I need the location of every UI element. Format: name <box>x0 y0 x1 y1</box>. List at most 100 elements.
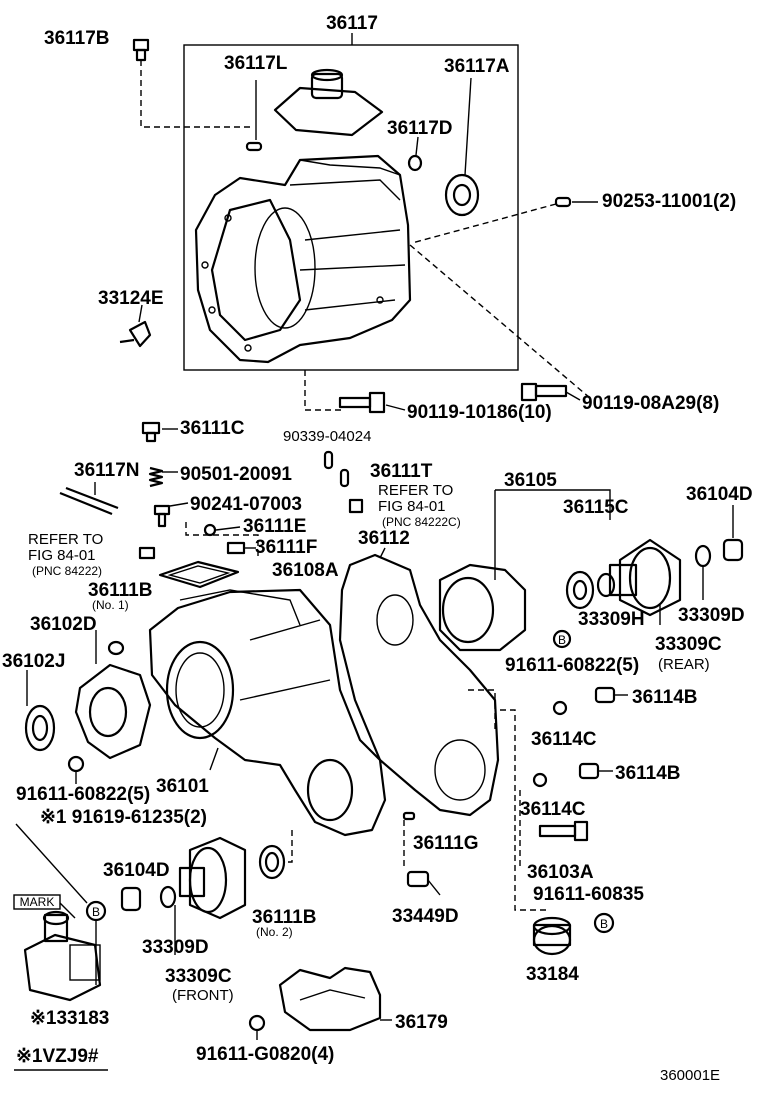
label-33309D-bottom: 33309D <box>142 937 209 958</box>
washer-36114C-1 <box>552 700 568 716</box>
label-36108A: 36108A <box>272 560 339 581</box>
label-36111G: 36111G <box>413 833 479 854</box>
cover-36105 <box>438 489 611 652</box>
seal-36102J <box>24 670 56 752</box>
label-91611-G0820: 91611-G0820(4) <box>196 1044 334 1065</box>
plug-36117D <box>407 154 423 172</box>
label-36117N: 36117N <box>74 460 140 481</box>
pin-36111B-no1 <box>107 640 125 656</box>
bolt-91611-G0820 <box>248 1014 266 1040</box>
label-90119-08A29: 90119-08A29(8) <box>582 393 719 414</box>
ref-b-left-text: B <box>92 905 100 919</box>
label-36112: 36112 <box>358 528 410 549</box>
label-90241: 90241-07003 <box>190 494 302 515</box>
pin-90339 <box>323 450 334 470</box>
label-36114B-1: 36114B <box>632 687 698 708</box>
sensor-33124E <box>119 304 152 348</box>
nut-36104D-bottom <box>120 886 142 912</box>
ref-b-lower-right: B <box>593 912 615 934</box>
refer1-line3: (PNC 84222C) <box>382 515 461 529</box>
pin-36111G <box>402 811 416 821</box>
label-36111E: 36111E <box>243 516 306 537</box>
label-36111C: 36111C <box>180 418 245 439</box>
spring-90501 <box>148 466 178 488</box>
plug-36114B-1 <box>594 686 628 704</box>
washer-33309D-top <box>694 544 712 568</box>
label-36117L: 36117L <box>224 53 288 74</box>
label-33309C-rear: 33309C <box>655 634 722 655</box>
refer1-line1: REFER TO <box>378 482 453 499</box>
case-36101 <box>148 588 387 837</box>
nut-36104D-top <box>722 505 744 562</box>
plug-36111C <box>141 421 178 443</box>
label-33449D: 33449D <box>392 906 459 927</box>
label-90119-10186: 90119-10186(10) <box>407 402 552 423</box>
label-36102J: 36102J <box>2 651 65 672</box>
mark-callout: MARK <box>13 894 76 919</box>
label-33309C-front: 33309C <box>165 966 232 987</box>
label-36102D: 36102D <box>30 614 97 635</box>
label-36105: 36105 <box>504 470 557 491</box>
mark-text: MARK <box>20 895 55 909</box>
washer-33309D-bottom <box>159 885 177 909</box>
ref-plug-left <box>138 546 156 560</box>
label-rear: (REAR) <box>658 656 710 673</box>
seal-36115C <box>565 570 595 610</box>
label-36103A: 36103A <box>527 862 594 883</box>
plug-36114B-2 <box>578 762 613 780</box>
label-36111F: 36111F <box>255 537 317 558</box>
plate-36179 <box>278 966 392 1032</box>
label-36117A: 36117A <box>444 56 510 77</box>
ref-b-left: B <box>85 900 107 922</box>
gasket-36112 <box>338 547 500 817</box>
group-box-36117 <box>183 44 519 371</box>
label-36104D-top: 36104D <box>686 484 753 505</box>
cover-36102D <box>74 630 152 760</box>
label-no1: (No. 1) <box>92 598 129 612</box>
label-no2: (No. 2) <box>256 925 293 939</box>
washer-36111E <box>203 523 217 537</box>
bearing-33184 <box>532 916 572 956</box>
ref-b-lower-right-text: B <box>600 917 608 931</box>
label-33124E: 33124E <box>98 288 164 309</box>
label-36117D: 36117D <box>387 118 453 139</box>
label-36111B-1: 36111B <box>88 580 152 601</box>
bolt-36111F <box>226 541 256 555</box>
label-33184: 33184 <box>526 964 579 985</box>
label-36101: 36101 <box>156 776 209 797</box>
bolt-36103A <box>538 820 589 842</box>
refer2-line1: REFER TO <box>28 531 103 548</box>
label-36114B-2: 36114B <box>615 763 681 784</box>
label-33183: ※133183 <box>30 1008 109 1029</box>
seal-36111B-no2 <box>258 830 293 880</box>
label-36114C-2: 36114C <box>520 799 586 820</box>
ref-b-right: B <box>552 629 572 649</box>
bolt-90119-10186 <box>338 391 406 414</box>
flange-33309C-front <box>178 836 247 920</box>
label-36104D-bottom: 36104D <box>103 860 170 881</box>
cover-36117L <box>245 68 384 152</box>
label-33309D-top: 33309D <box>678 605 745 626</box>
sensor-36117B <box>132 38 250 128</box>
pin-36111T <box>339 468 350 488</box>
ref-b-right-text: B <box>558 633 566 647</box>
gasket-36108A <box>158 560 240 589</box>
label-36111T: 36111T <box>370 461 433 482</box>
label-90501: 90501-20091 <box>180 464 292 485</box>
refer2-line3: (PNC 84222) <box>32 564 102 578</box>
figure-number: 360001E <box>660 1067 720 1084</box>
label-90339: 90339-04024 <box>283 428 371 445</box>
washer-33309H <box>596 572 616 598</box>
label-91611-60835: 91611-60835 <box>533 884 644 905</box>
label-36114C-1: 36114C <box>531 729 597 750</box>
seal-36117A <box>444 77 480 217</box>
label-36179: 36179 <box>395 1012 448 1033</box>
label-36115C: 36115C <box>563 497 629 518</box>
refer2-line2: FIG 84-01 <box>28 547 96 564</box>
flange-33309C-rear <box>608 538 682 625</box>
washer-36114C-2 <box>532 772 548 788</box>
bolt-90241 <box>153 502 189 528</box>
ref-plug-right <box>348 498 364 514</box>
